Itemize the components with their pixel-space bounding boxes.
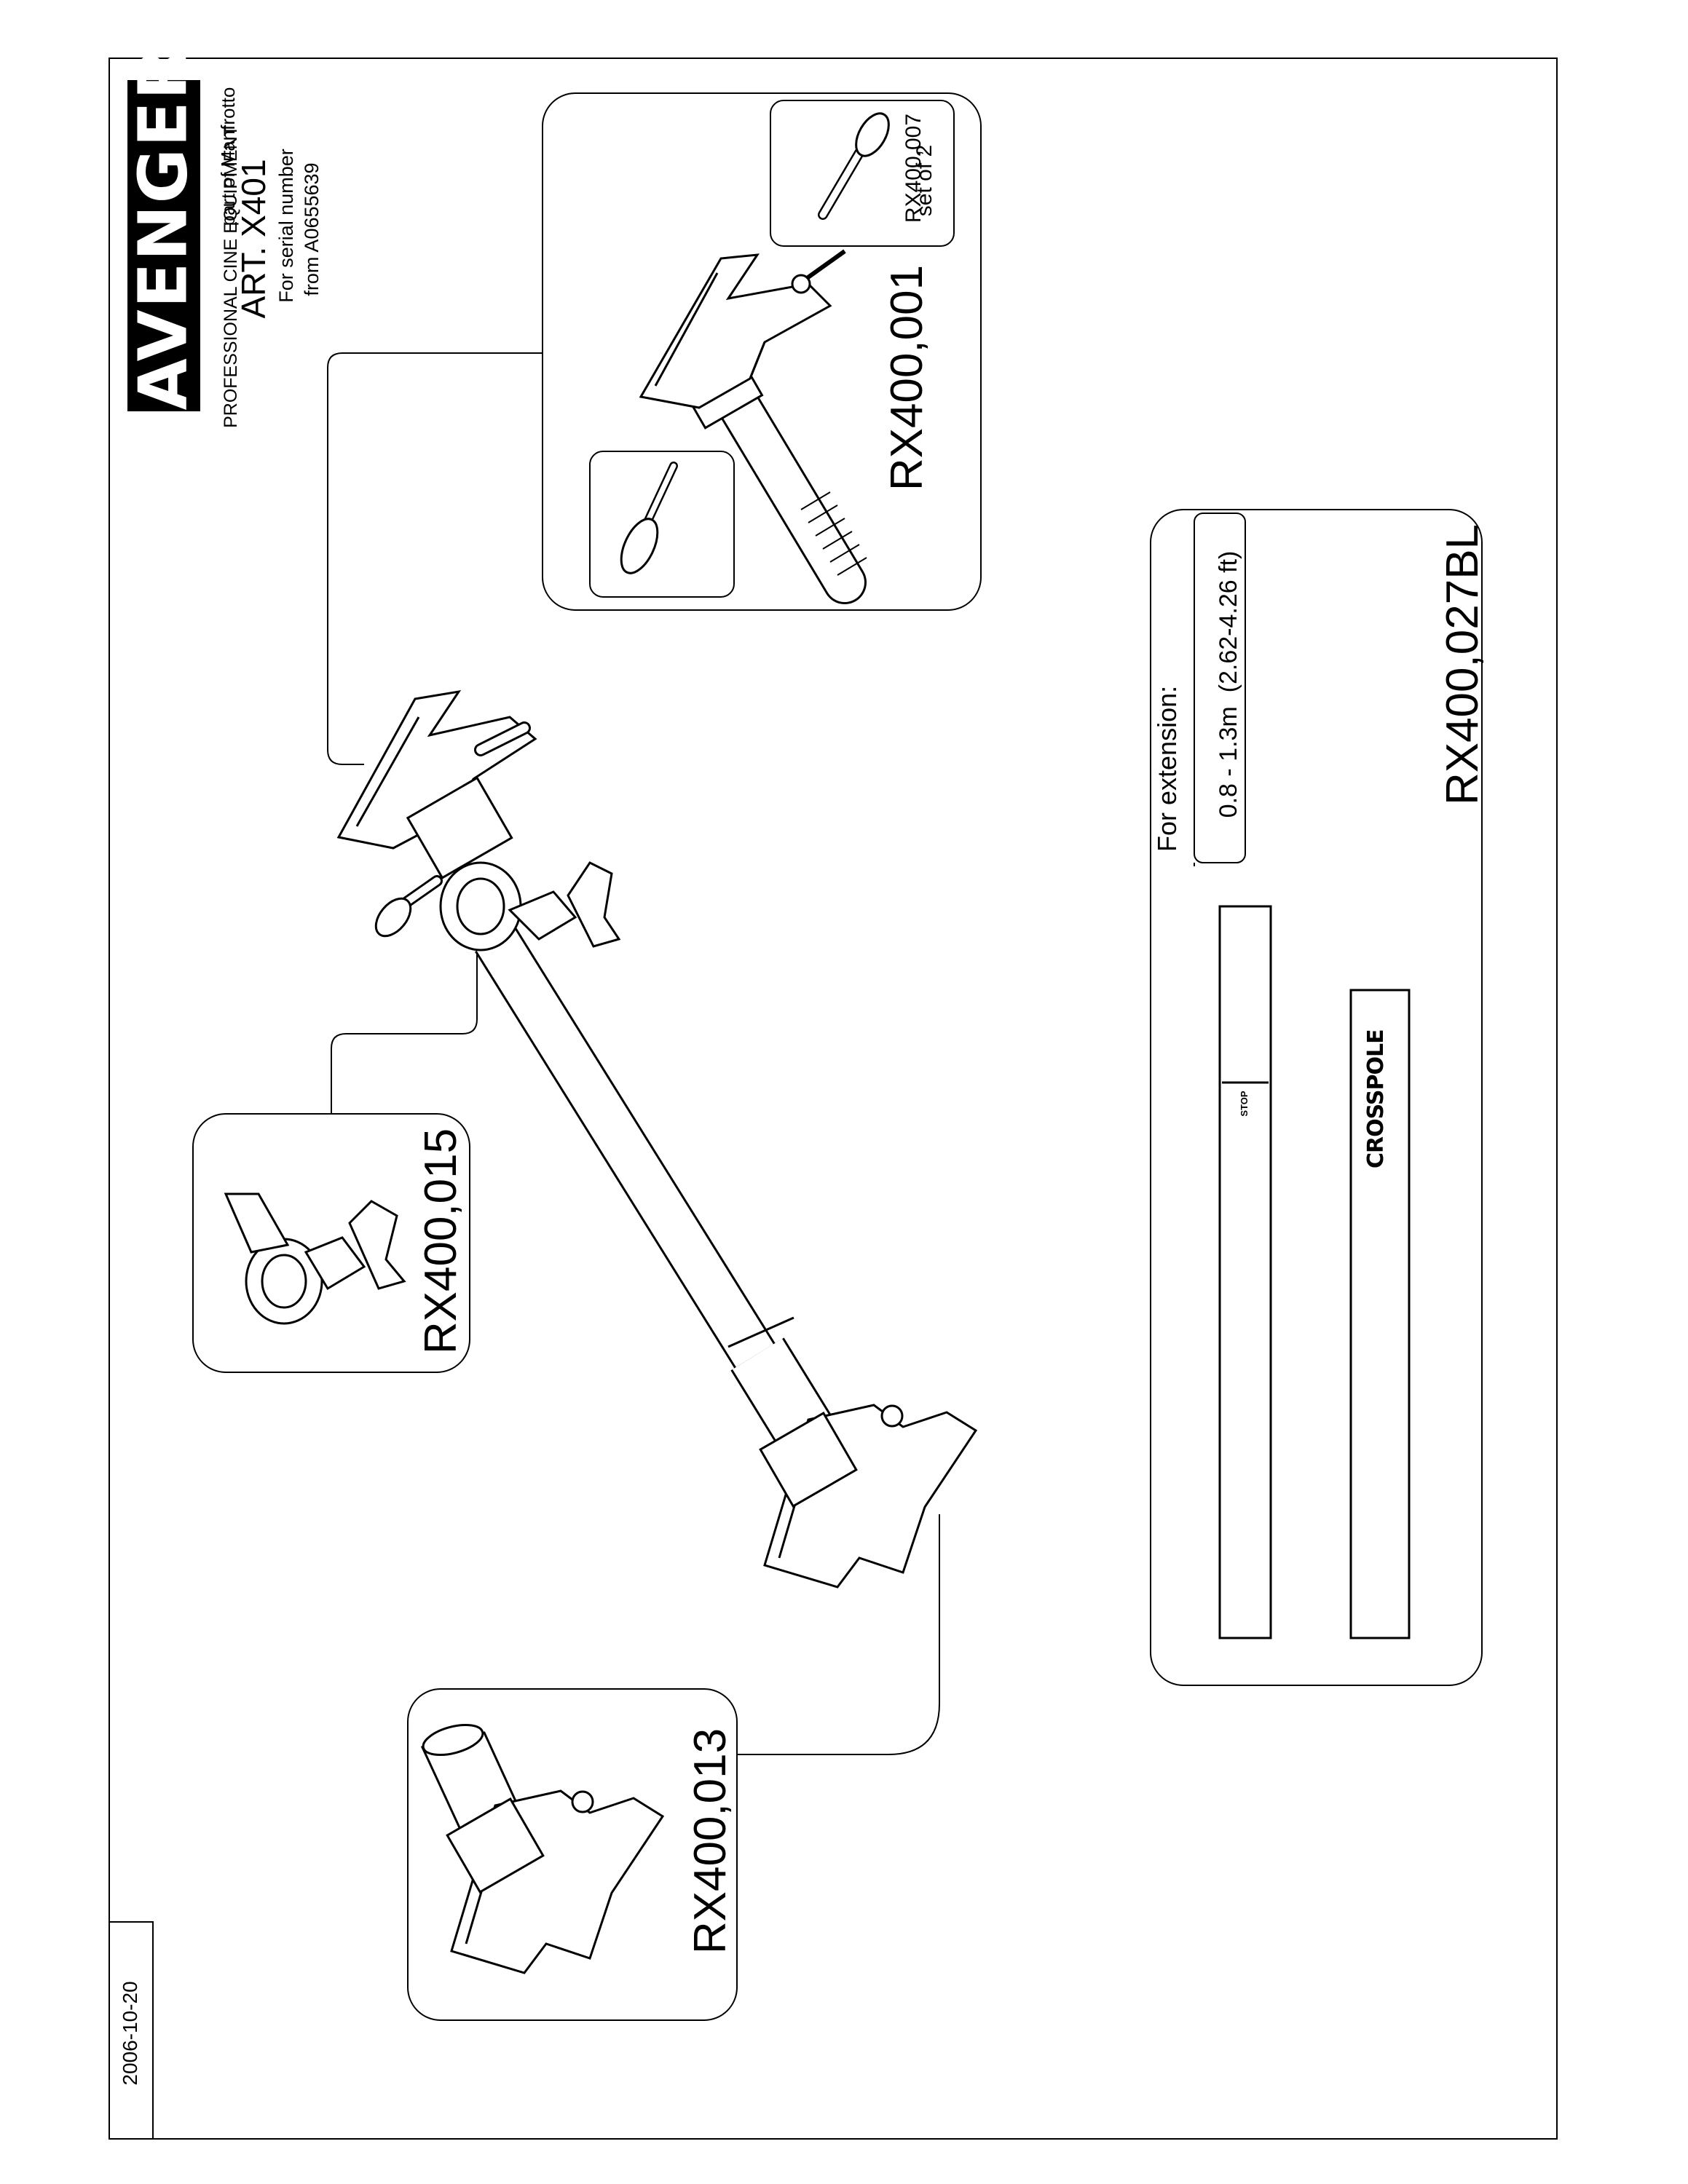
main-pole-drawing	[336, 689, 978, 1588]
label-rx400-027bl: RX400,027BL	[1437, 523, 1488, 806]
label-set-of-2: set of 2	[912, 144, 936, 217]
brand-name: AVENGER	[124, 47, 202, 411]
article-number: ART. X401	[234, 159, 272, 319]
end-plate-drawing	[420, 1723, 665, 1974]
extension-title: For extension:	[1152, 685, 1182, 852]
crosspole-logo: CROSSPOLE	[1363, 1029, 1389, 1168]
drawing-date: 2006-10-20	[119, 1981, 141, 2086]
serial-line-1: For serial number	[275, 149, 297, 303]
brand-logo: AVENGER	[124, 47, 202, 411]
detail-box-handle-lower	[589, 451, 735, 598]
stop-label: STOP	[1239, 1091, 1250, 1117]
extension-tube-stop	[1218, 905, 1272, 1639]
label-rx400-015: RX400,015	[416, 1128, 466, 1355]
label-rx400-001: RX400,001	[882, 264, 932, 491]
label-rx400-013: RX400,013	[685, 1728, 735, 1955]
extension-tube-crosspole	[1349, 989, 1411, 1639]
detail-box-handle-upper	[770, 100, 955, 247]
serial-line-2: from A0655639	[301, 162, 323, 296]
sheet-frame	[109, 58, 1558, 2140]
top-assembly-drawing	[620, 112, 890, 604]
date-box	[109, 1921, 154, 2140]
clamp-drawing	[224, 1192, 406, 1325]
leader-lines	[327, 352, 940, 1755]
extension-range-box	[1194, 513, 1246, 863]
extension-range: 0.8 - 1.3m (2.62-4.26 ft)	[1215, 550, 1242, 818]
